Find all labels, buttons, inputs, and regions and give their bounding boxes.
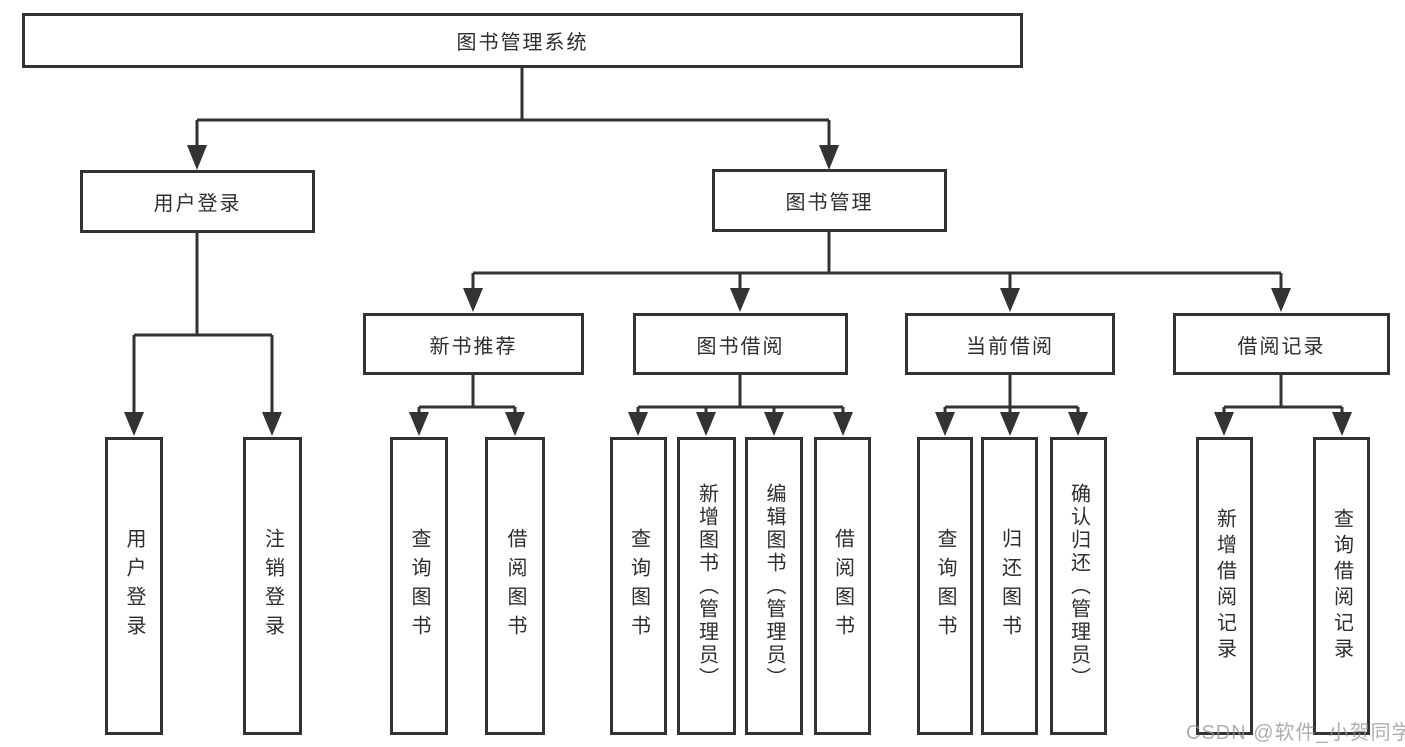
node-current-borrowing: 当前借阅	[905, 313, 1115, 375]
leaf-query-books-borrow: 查询图书	[610, 437, 667, 735]
leaf-user-login: 用户登录	[105, 437, 163, 735]
node-book-management: 图书管理	[712, 169, 947, 232]
node-root: 图书管理系统	[22, 13, 1023, 68]
leaf-borrow-books-borrow: 借阅图书	[814, 437, 871, 735]
leaf-query-books-recommend: 查询图书	[390, 437, 448, 735]
node-user-login: 用户登录	[80, 170, 315, 233]
csdn-watermark: CSDN @软件_小贺同学	[1186, 722, 1405, 744]
leaf-edit-book-admin: 编辑图书（管理员）	[745, 437, 803, 735]
leaf-add-book-admin: 新增图书（管理员）	[677, 437, 736, 735]
leaf-query-books-current: 查询图书	[917, 437, 973, 735]
leaf-borrow-books-recommend: 借阅图书	[485, 437, 545, 735]
node-new-book-recommend: 新书推荐	[363, 313, 584, 375]
leaf-logout: 注销登录	[243, 437, 302, 735]
node-book-borrowing: 图书借阅	[633, 313, 848, 375]
leaf-query-borrow-record: 查询借阅记录	[1313, 437, 1370, 735]
node-borrow-records: 借阅记录	[1173, 313, 1390, 375]
leaf-confirm-return-admin: 确认归还（管理员）	[1050, 437, 1107, 735]
leaf-add-borrow-record: 新增借阅记录	[1196, 437, 1253, 735]
arrowheads	[124, 145, 1352, 436]
leaf-return-book: 归还图书	[981, 437, 1038, 735]
